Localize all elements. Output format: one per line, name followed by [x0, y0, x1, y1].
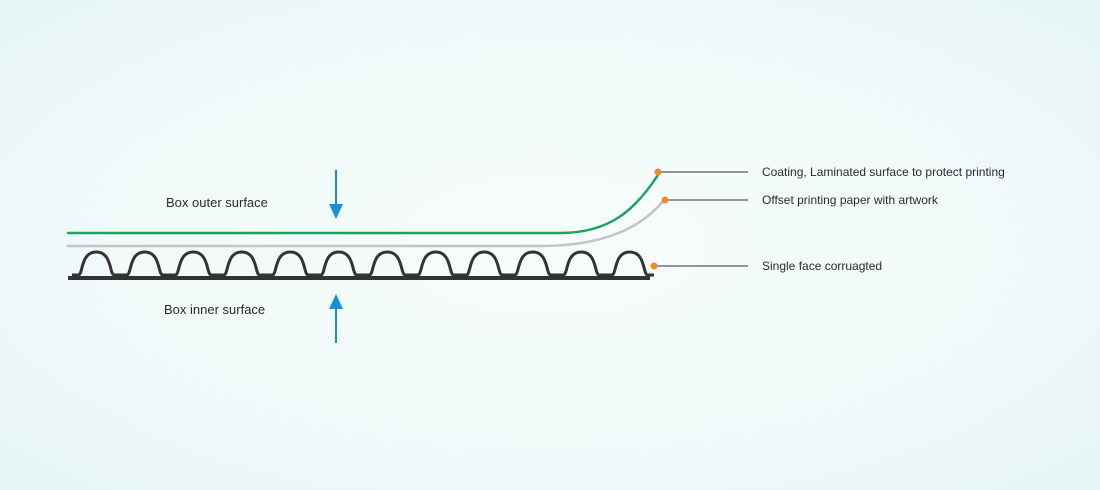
offset-paper-layer-line	[66, 198, 666, 248]
up-arrow-icon	[329, 294, 343, 343]
corrugated-flute	[72, 250, 654, 277]
coating-marker	[654, 168, 662, 176]
offset-callout-text: Offset printing paper with artwork	[762, 193, 939, 207]
coating-layer-line	[66, 173, 660, 235]
callout-offset: Offset printing paper with artwork	[661, 193, 939, 207]
callout-coating: Coating, Laminated surface to protect pr…	[654, 165, 1005, 179]
down-arrow-icon	[329, 170, 343, 219]
outer-surface-label: Box outer surface	[166, 195, 268, 210]
corrugated-callout-text: Single face corruagted	[762, 259, 882, 273]
offset-marker	[661, 196, 669, 204]
corrugated-marker	[650, 262, 658, 270]
inner-surface-label: Box inner surface	[164, 302, 265, 317]
callout-corrugated: Single face corruagted	[650, 259, 882, 273]
coating-callout-text: Coating, Laminated surface to protect pr…	[762, 165, 1005, 179]
